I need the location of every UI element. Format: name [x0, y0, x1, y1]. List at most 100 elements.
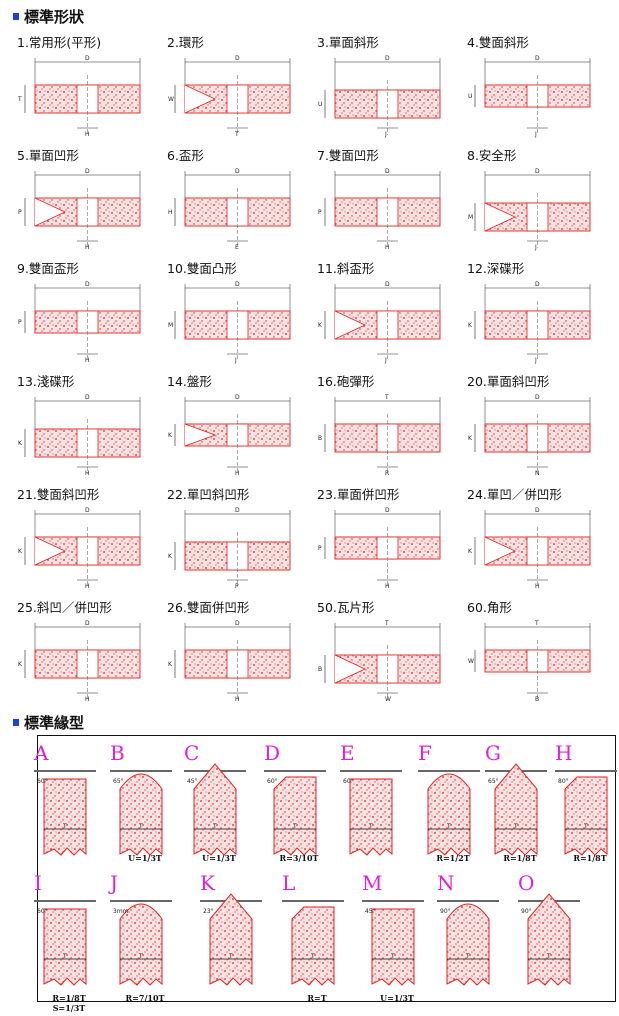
edge-angle: 45° [187, 778, 198, 785]
dim-label: H [168, 209, 173, 216]
dim-label: J [384, 357, 387, 364]
edge-drawing: T 80° [555, 770, 617, 856]
dim-label: B [318, 666, 322, 673]
shape-23: 50.瓦片形 T B W [315, 597, 465, 709]
shape-17: 21.雙面斜凹形 D K H [15, 484, 165, 596]
shapes-section-title: 標準形狀 [13, 6, 84, 27]
edges-section-title: 標準緣型 [13, 712, 84, 733]
dim-label: E [235, 244, 239, 251]
shape-label: 16.砲彈形 [317, 374, 375, 389]
dim-label: K [168, 432, 173, 439]
dim-label: D [535, 281, 540, 288]
edge-drawing: T 45° [362, 900, 424, 986]
dim-label: T [534, 620, 539, 627]
shape-12: 12.深碟形 D K J [465, 258, 615, 370]
dim-label: J [534, 244, 537, 251]
shape-drawing: D K N [468, 394, 591, 477]
edge-drawing: T [418, 770, 480, 856]
shape-label: 25.斜凹／併凹形 [17, 600, 112, 615]
shape-24: 60.角形 T W B [465, 597, 615, 709]
shape-label: 23.單面併凹形 [317, 487, 400, 502]
shape-label: 21.雙面斜凹形 [17, 487, 100, 502]
dim-label: D [235, 55, 240, 62]
edge-angle: 60° [343, 778, 354, 785]
svg-text:T: T [228, 953, 233, 960]
edge-drawing: T 60° [34, 770, 96, 856]
dim-label: H [85, 357, 90, 364]
edge-angle: 90° [440, 908, 451, 915]
shape-drawing: D T H [17, 55, 141, 138]
dim-label: H [385, 244, 390, 251]
dim-label: H [235, 470, 240, 477]
edge-letter: D [264, 741, 281, 765]
svg-text:T: T [546, 953, 551, 960]
dim-label: D [85, 507, 90, 514]
edge-letter: G [485, 741, 501, 765]
edge-profile-g: G T 65° R=1/8T [485, 741, 555, 871]
edge-drawing: T 60° [34, 900, 96, 986]
svg-text:T: T [513, 823, 518, 830]
edge-angle: 60° [37, 908, 48, 915]
edge-caption: R=3/10T [279, 853, 319, 863]
dim-label: M [468, 214, 473, 221]
dim-label: J [534, 131, 537, 138]
shape-label: 24.單凹／併凹形 [467, 487, 562, 502]
edge-profile-n: N T 90° [437, 871, 507, 1001]
shape-drawing: T B W [318, 620, 441, 703]
dim-label: D [235, 281, 240, 288]
edge-profile-i: I T 60° R=1/8T S=1/3T [34, 871, 104, 1013]
svg-text:T: T [138, 823, 143, 830]
shape-drawing: D K H [468, 507, 591, 590]
shape-15: 16.砲彈形 T B R [315, 371, 465, 483]
edge-profile-k: K T 23° [200, 871, 270, 1001]
shape-label: 3.單面斜形 [317, 35, 379, 50]
dim-label: J [234, 357, 237, 364]
edge-angle: 65° [488, 778, 499, 785]
dim-label: W [168, 96, 174, 103]
shape-22: 26.雙面併凹形 D K H [165, 597, 315, 709]
shape-14: 14.盤形 D K H [165, 371, 315, 483]
edge-drawing: T 90° [437, 900, 499, 986]
edge-drawing: T 90° [518, 893, 580, 986]
edge-drawing: T 23° [200, 893, 262, 986]
dim-label: D [85, 168, 90, 175]
edge-caption: R=1/8T [503, 853, 537, 863]
dim-label: J [384, 131, 387, 138]
dim-label: B [318, 435, 322, 442]
shape-drawing: D P H [318, 168, 441, 251]
edge-profile-c: C T 45° U=1/3T [184, 741, 254, 871]
dim-label: H [85, 696, 90, 703]
shape-drawing: D K H [18, 620, 141, 703]
dim-label: M [168, 322, 173, 329]
shape-4: 4.雙面斜形 D U J [465, 32, 615, 144]
edges-title-text: 標準緣型 [24, 714, 85, 732]
edge-caption: R=1/8T [573, 853, 607, 863]
edge-drawing: T 65° [110, 770, 172, 856]
shape-drawing: T B R [318, 394, 441, 477]
dim-label: D [385, 55, 390, 62]
svg-text:T: T [62, 823, 67, 830]
shape-16: 20.單面斜凹形 D K N [465, 371, 615, 483]
dim-label: D [535, 507, 540, 514]
dim-label: H [535, 583, 540, 590]
edge-letter: K [200, 871, 215, 895]
shape-label: 20.單面斜凹形 [467, 374, 550, 389]
edge-letter: B [110, 741, 125, 765]
dim-label: D [85, 620, 90, 627]
edge-angle: 80° [558, 778, 569, 785]
dim-label: P [18, 319, 22, 326]
shape-8: 8.安全形 D M J [465, 145, 615, 257]
shape-label: 60.角形 [467, 600, 512, 615]
dim-label: T [384, 394, 389, 401]
dim-label: K [468, 322, 473, 329]
edge-drawing: T 60° [264, 770, 326, 856]
shape-drawing: D W T [168, 55, 291, 138]
dim-label: H [235, 696, 240, 703]
edge-letter: N [437, 871, 455, 895]
edge-letter: F [418, 741, 432, 765]
dim-label: U [468, 93, 472, 100]
edge-caption: U=1/3T [380, 993, 414, 1003]
dim-label: H [85, 583, 90, 590]
dim-label: K [18, 661, 23, 668]
